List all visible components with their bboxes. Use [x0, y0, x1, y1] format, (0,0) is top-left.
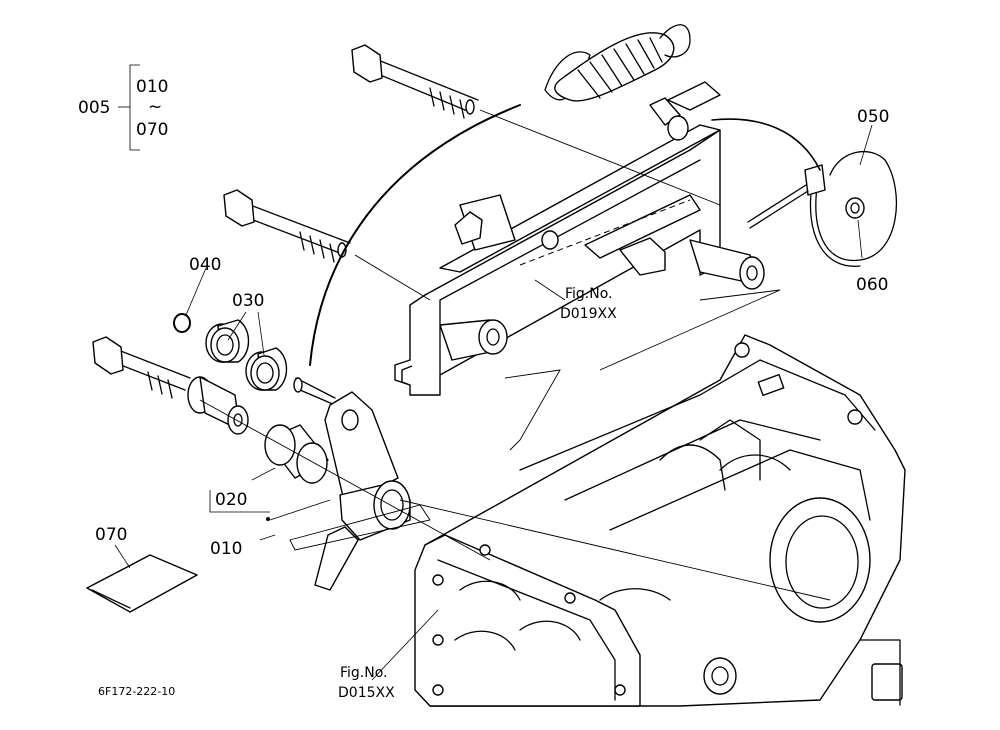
snap-ring-040: [173, 313, 191, 333]
leader-lines: [114, 64, 873, 681]
label-060: 060: [856, 275, 888, 295]
label-070: 070: [95, 525, 127, 545]
tension-spring: [544, 24, 691, 102]
assembly-guide-lines: [199, 289, 831, 601]
shift-arm-010: [293, 377, 411, 591]
label-005: 005: [78, 98, 110, 118]
label-030: 030: [232, 291, 264, 311]
fig-ref-code-2: D015XX: [338, 685, 395, 701]
fig-ref-code-1: D019XX: [560, 306, 617, 322]
label-010-range: 010: [136, 77, 168, 97]
flanged-bushing: [187, 376, 249, 435]
label-010: 010: [210, 539, 242, 559]
label-050: 050: [857, 107, 889, 127]
label-070-range: 070: [136, 120, 168, 140]
transmission-housing: [414, 334, 906, 707]
ball-bearings-030: [205, 319, 288, 391]
label-020: 020: [215, 490, 247, 510]
figure-references: Fig.No. D019XX Fig.No. D015XX: [338, 286, 617, 701]
label-040: 040: [189, 255, 221, 275]
long-bolt-upper: [351, 44, 721, 206]
fig-ref-title-1: Fig.No.: [565, 286, 613, 302]
collar-020: [264, 424, 329, 484]
cover-gasket: [414, 534, 641, 707]
cable-clip-060: [845, 197, 865, 219]
label-range-separator: ~: [148, 97, 162, 117]
drawing-code: 6F172-222-10: [98, 685, 175, 698]
housing-bore: [769, 497, 871, 623]
long-bolt-middle: [223, 189, 431, 301]
shift-lever-assembly: [394, 81, 765, 396]
long-bolt-lower: [92, 336, 191, 399]
assembly-arc-right: [711, 118, 821, 171]
cable-tie: [747, 151, 897, 267]
parts-bag-070: [86, 554, 198, 613]
callout-labels: 005 010 ~ 070 040 030 020 010 050 060 07…: [78, 77, 889, 559]
assembly-arc-left: [309, 104, 521, 366]
fig-ref-title-2: Fig.No.: [340, 665, 388, 681]
